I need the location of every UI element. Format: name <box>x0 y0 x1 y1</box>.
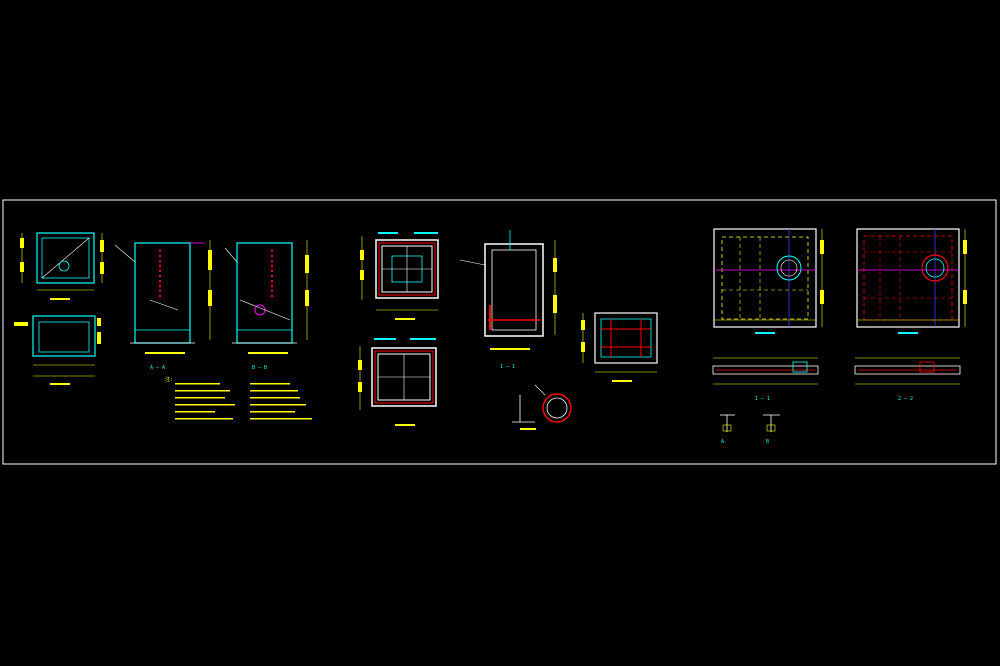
detail-a: A <box>720 414 735 445</box>
notes-block: 注: <box>165 376 312 420</box>
large-plan-right-a <box>713 228 824 334</box>
section-22-label: 2 — 2 <box>898 396 913 402</box>
notes-marker: 注: <box>165 376 173 383</box>
pipe-detail <box>512 384 572 430</box>
section-11b-label: 1 — 1 <box>755 396 770 402</box>
detail-b: B <box>763 414 780 445</box>
drawing-frame <box>2 199 997 465</box>
section-aa-label: A — A <box>150 365 165 371</box>
plan-view-top-left <box>20 232 104 300</box>
long-section-11-right: 1 — 1 <box>712 357 819 402</box>
long-section-22-right: 2 — 2 <box>854 357 961 402</box>
section-view-small-left <box>14 315 101 385</box>
large-plan-right-b <box>856 228 967 334</box>
section-11-label: 1 — 1 <box>500 364 515 370</box>
section-bb-label: B — B <box>252 365 267 371</box>
section-bb: B — B <box>224 240 309 371</box>
section-aa: A — A <box>114 240 212 371</box>
detail-a-label: A <box>721 439 724 445</box>
section-11-center: 1 — 1 <box>459 230 557 370</box>
cover-slab-plan <box>581 312 658 382</box>
rebar-plan-top <box>360 232 439 320</box>
rebar-plan-bottom <box>358 338 437 426</box>
detail-b-label: B <box>766 439 769 445</box>
